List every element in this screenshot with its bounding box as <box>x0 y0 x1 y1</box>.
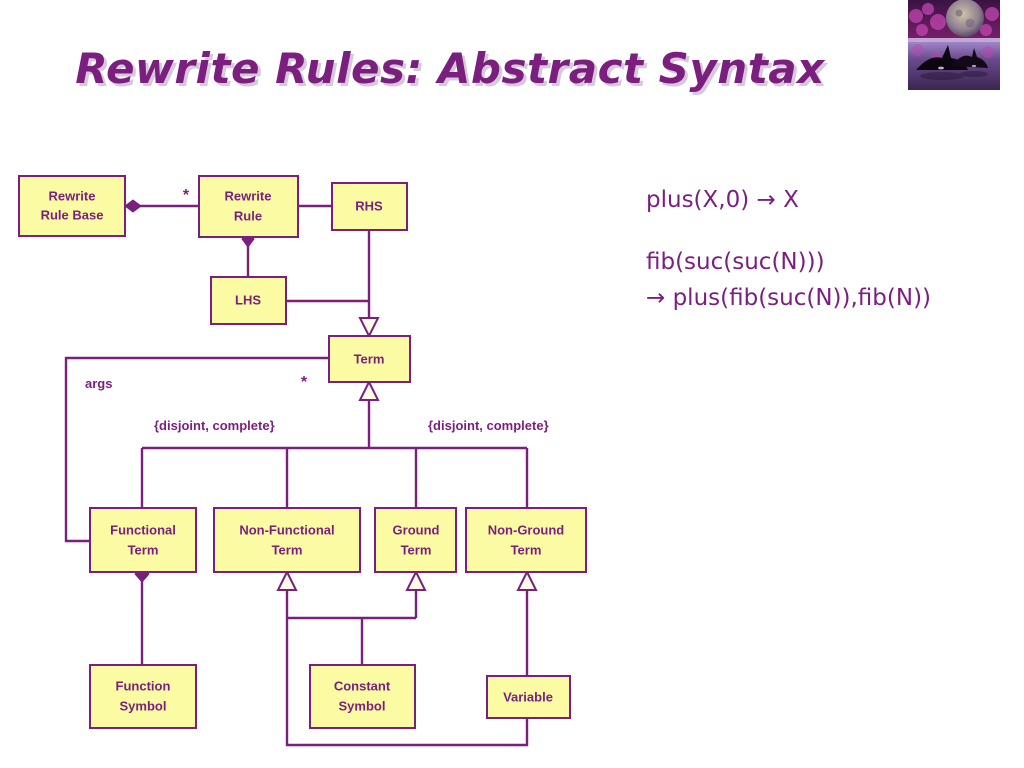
link-variable-nonground <box>516 569 538 676</box>
example-rule-1-line-1: plus(X,0) → X <box>646 187 799 213</box>
example-rule-2-line-1: fib(suc(suc(N))) <box>646 249 825 275</box>
class-ground-term[interactable]: Ground Term <box>374 507 457 573</box>
class-function-symbol[interactable]: Function Symbol <box>89 664 197 729</box>
class-ground-term-line-2: Term <box>401 542 432 557</box>
example-equations: plus(X,0) → X fib(suc(suc(N))) → plus(fi… <box>646 182 1016 342</box>
decorative-orca-image <box>908 0 1000 90</box>
class-constant-symbol-line-1: Constant <box>334 678 391 693</box>
class-non-functional-term-line-2: Term <box>272 542 303 557</box>
class-non-ground-term-line-2: Term <box>511 542 542 557</box>
class-lhs[interactable]: LHS <box>210 276 287 325</box>
link-constantsymbol-generalizations <box>276 569 427 665</box>
multiplicity-args: * <box>301 374 308 391</box>
class-non-functional-term[interactable]: Non-Functional Term <box>213 507 361 573</box>
link-variable-nonfunctional <box>285 618 529 747</box>
class-rewrite-rule-base-line-2: Rule Base <box>41 207 104 222</box>
class-constant-symbol[interactable]: Constant Symbol <box>309 664 416 729</box>
class-term[interactable]: Term <box>328 335 411 383</box>
multiplicity-rulebase-rule: * <box>183 187 190 204</box>
class-non-functional-term-line-1: Non-Functional <box>239 522 334 537</box>
class-ground-term-line-1: Ground <box>393 522 440 537</box>
link-rhs-term <box>358 230 380 339</box>
class-functional-term-line-2: Term <box>128 542 159 557</box>
class-non-ground-term-line-1: Non-Ground <box>488 522 565 537</box>
example-rule-2-line-2: → plus(fib(suc(N)),fib(N)) <box>646 285 932 311</box>
class-function-symbol-line-2: Symbol <box>120 698 167 713</box>
class-variable-label: Variable <box>503 689 553 704</box>
class-functional-term[interactable]: Functional Term <box>89 507 197 573</box>
class-non-ground-term[interactable]: Non-Ground Term <box>465 507 587 573</box>
example-rule-2: fib(suc(suc(N))) → plus(fib(suc(N)),fib(… <box>646 244 1016 316</box>
class-rhs-label: RHS <box>355 198 383 213</box>
class-rewrite-rule[interactable]: Rewrite Rule <box>198 175 299 238</box>
example-rule-1: plus(X,0) → X <box>646 182 1016 218</box>
class-rewrite-rule-line-1: Rewrite <box>225 188 272 203</box>
class-term-label: Term <box>354 351 385 366</box>
class-rewrite-rule-base[interactable]: Rewrite Rule Base <box>18 175 126 237</box>
link-term-subclasses <box>140 379 529 508</box>
class-rewrite-rule-line-2: Rule <box>234 208 262 223</box>
page-title: Rewrite Rules: Abstract Syntax <box>75 44 825 93</box>
class-variable[interactable]: Variable <box>486 675 571 719</box>
class-rhs[interactable]: RHS <box>331 182 408 231</box>
class-lhs-label: LHS <box>235 292 261 307</box>
class-constant-symbol-line-2: Symbol <box>339 698 386 713</box>
class-function-symbol-line-1: Function <box>116 678 171 693</box>
class-functional-term-line-1: Functional <box>110 522 176 537</box>
constraint-disjoint-complete-right: {disjoint, complete} <box>428 418 549 433</box>
constraint-disjoint-complete-left: {disjoint, complete} <box>154 418 275 433</box>
link-functional-functionsymbol <box>134 565 150 665</box>
link-rulebase-rule <box>124 199 199 213</box>
association-label-args: args <box>85 376 112 391</box>
class-rewrite-rule-base-line-1: Rewrite <box>49 188 96 203</box>
